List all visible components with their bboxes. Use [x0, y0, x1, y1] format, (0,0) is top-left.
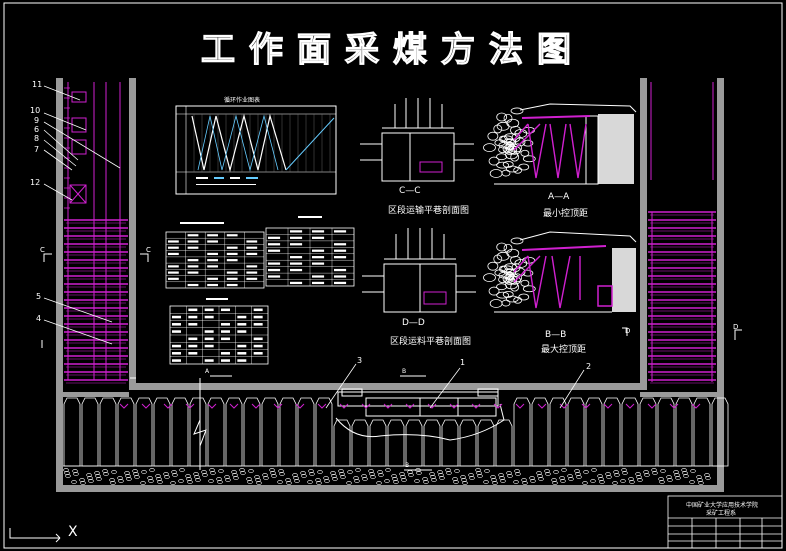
callout-7: 7 — [34, 145, 40, 154]
chart-caption: 循环作业图表 — [224, 97, 261, 104]
marker-c-right: C — [146, 246, 151, 254]
section-cc-caption: 区段运输平巷剖面图 — [388, 206, 470, 216]
drawing-title: 工作面采煤方法图 — [200, 29, 585, 70]
callout-10: 10 — [30, 106, 41, 115]
mine-walls — [56, 78, 724, 492]
marker-b-arrow-low: B — [405, 462, 410, 469]
right-shaft-lines — [650, 82, 714, 180]
axis-label: X — [68, 524, 78, 540]
section-cc — [360, 98, 474, 182]
right-roadway-supports — [648, 211, 716, 384]
bottom-roadway — [335, 388, 505, 441]
cycle-chart — [175, 105, 337, 195]
callout-6: 6 — [34, 125, 40, 134]
data-tables — [165, 216, 355, 365]
section-bb-mark: B—B — [545, 330, 567, 340]
left-shaft-lines — [67, 82, 121, 380]
callout-11: 11 — [32, 80, 43, 89]
callout-3: 3 — [357, 356, 363, 365]
section-aa-mark: A—A — [548, 192, 570, 202]
section-bb-caption: 最大控顶距 — [541, 345, 587, 355]
callout-4: 4 — [36, 314, 42, 323]
marker-c-left: C — [40, 246, 45, 254]
section-dd-mark: D—D — [402, 318, 425, 328]
title-block-line1: 中国矿业大学应用技术学院 — [686, 502, 759, 509]
marker-d-right: D — [733, 323, 739, 331]
section-dd-caption: 区段运料平巷剖面图 — [390, 337, 472, 347]
section-cc-mark: C—C — [399, 186, 421, 196]
marker-b-arrow: B — [402, 368, 407, 375]
callout-8: 8 — [34, 134, 40, 143]
callout-2: 2 — [586, 362, 592, 371]
section-aa-caption: 最小控顶距 — [543, 209, 589, 219]
title-block — [667, 495, 783, 549]
section-arrows — [41, 253, 742, 471]
callout-5: 5 — [36, 292, 42, 301]
marker-d-left: D — [625, 327, 631, 335]
section-aa — [494, 103, 637, 185]
marker-a-arrow: A — [205, 368, 210, 375]
callout-9: 9 — [34, 116, 40, 125]
ucs-axis — [9, 528, 61, 543]
left-roadway-supports — [64, 87, 128, 384]
callout-1: 1 — [460, 358, 466, 367]
callout-12: 12 — [30, 178, 41, 187]
bottom-pillar-row — [63, 397, 729, 467]
callout-leaders — [43, 85, 585, 409]
section-bb — [494, 231, 637, 313]
title-block-line2: 采矿工程系 — [706, 510, 737, 517]
drawing-border — [3, 2, 783, 549]
section-dd — [362, 228, 476, 313]
